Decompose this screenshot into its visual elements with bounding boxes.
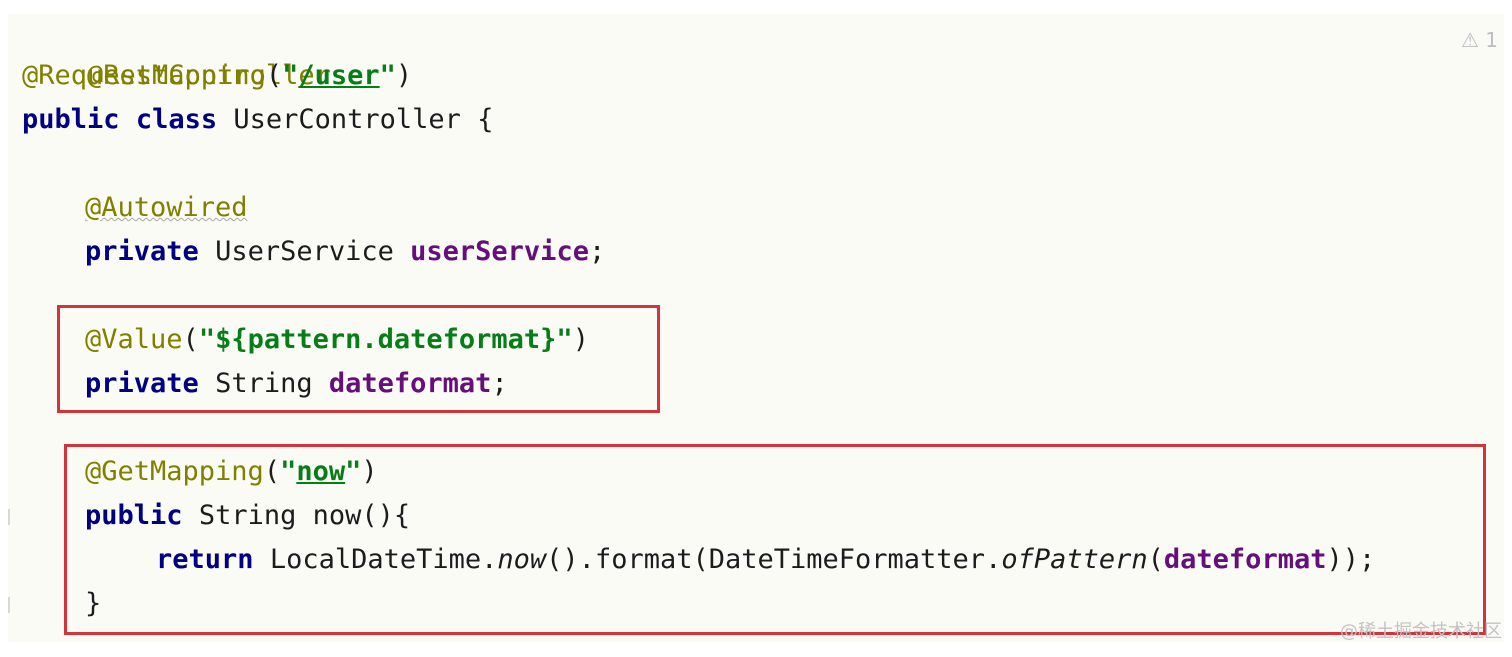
annotation-value: @Value xyxy=(85,324,183,355)
quote-open: " xyxy=(282,60,299,91)
code-line-6[interactable]: private UserService userService; xyxy=(85,230,605,274)
keyword-private: private xyxy=(85,236,199,267)
keyword-return: return xyxy=(156,544,254,575)
code-editor[interactable]: ⚠ 1 @RestController @RequestMapping("/us… xyxy=(8,14,1504,642)
type-user-service: UserService xyxy=(215,236,394,267)
class-name: UserController xyxy=(233,104,461,135)
highlight-box-get-mapping xyxy=(64,444,1486,635)
code-line-3[interactable]: public class UserController { xyxy=(22,98,493,142)
code-line-1[interactable]: @RestController xyxy=(22,10,331,91)
quote-open: " xyxy=(280,456,297,487)
type-string: String xyxy=(198,500,297,531)
code-line-5[interactable]: @Autowired xyxy=(85,186,248,230)
gutter-fold-marker[interactable] xyxy=(8,509,10,525)
expr-format: ().format(DateTimeFormatter. xyxy=(546,544,1002,575)
method-now: now xyxy=(497,544,547,575)
field-user-service: userService xyxy=(410,236,589,267)
request-path-string[interactable]: /user xyxy=(298,60,380,91)
annotation-get-mapping: @GetMapping xyxy=(85,456,264,487)
highlight-box-value-field xyxy=(57,305,660,413)
semicolon: ; xyxy=(588,236,606,267)
gutter-fold-marker[interactable] xyxy=(8,597,10,613)
code-line-9[interactable]: private String dateformat; xyxy=(85,362,508,406)
field-dateformat: dateformat xyxy=(328,368,492,399)
code-line-12[interactable]: public String now(){ xyxy=(85,494,410,538)
watermark-text: @稀土掘金技术社区 xyxy=(1340,621,1502,642)
method-signature: now(){ xyxy=(312,500,411,531)
code-line-13[interactable]: return LocalDateTime.now().format(DateTi… xyxy=(156,538,1375,582)
arg-dateformat: dateformat xyxy=(1163,544,1327,575)
close-brace: } xyxy=(85,588,102,619)
code-line-11[interactable]: @GetMapping("now") xyxy=(85,450,378,494)
annotation-rest-controller: @RestController xyxy=(87,60,331,91)
paren-open: ( xyxy=(265,60,283,91)
method-of-pattern: ofPattern xyxy=(1001,544,1148,575)
quote-close: " xyxy=(345,456,362,487)
keyword-public: public xyxy=(22,104,120,135)
type-string: String xyxy=(215,368,313,399)
value-placeholder-string: "${pattern.dateformat}" xyxy=(198,324,573,355)
annotation-request-mapping: @RequestMapping xyxy=(22,60,266,91)
expr-local-date-time: LocalDateTime. xyxy=(269,544,498,575)
keyword-class: class xyxy=(135,104,218,135)
open-brace: { xyxy=(477,104,494,135)
warning-indicator[interactable]: ⚠ 1 xyxy=(1461,28,1498,52)
code-line-2[interactable]: @RequestMapping("/user") xyxy=(22,54,412,98)
paren-open: ( xyxy=(1147,544,1164,575)
keyword-private: private xyxy=(85,368,199,399)
quote-close: " xyxy=(379,60,396,91)
keyword-public: public xyxy=(85,500,183,531)
mapping-path-string[interactable]: now xyxy=(296,456,346,487)
code-line-14[interactable]: } xyxy=(85,582,101,626)
code-line-8[interactable]: @Value("${pattern.dateformat}") xyxy=(85,318,589,362)
expr-close: )); xyxy=(1326,544,1376,575)
warning-count: 1 xyxy=(1485,28,1498,52)
paren-close: ) xyxy=(572,324,589,355)
paren-close: ) xyxy=(395,60,413,91)
semicolon: ; xyxy=(491,368,508,399)
paren-open: ( xyxy=(182,324,199,355)
paren-close: ) xyxy=(361,456,378,487)
annotation-autowired: @Autowired xyxy=(85,192,248,223)
warning-triangle-icon: ⚠ xyxy=(1460,28,1479,52)
paren-open: ( xyxy=(263,456,281,487)
